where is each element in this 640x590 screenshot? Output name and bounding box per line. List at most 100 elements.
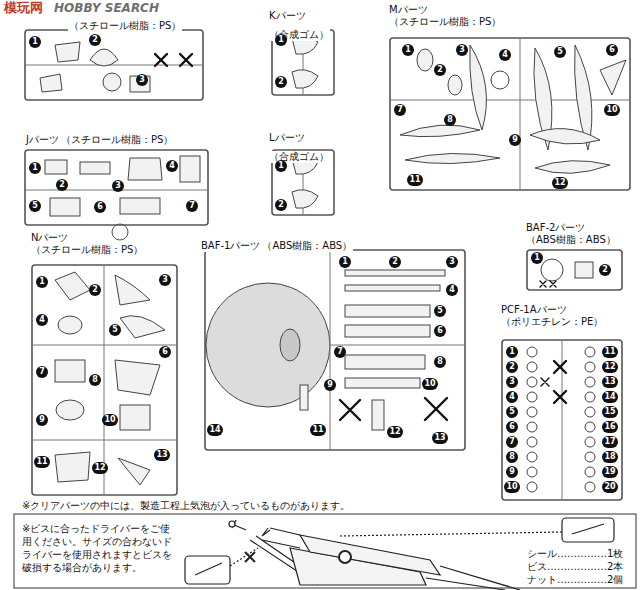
callout-number: 4 — [506, 391, 518, 403]
callout-number: 8 — [444, 114, 456, 126]
callout-number: 2 — [89, 284, 101, 296]
callout-number: 8 — [89, 374, 101, 386]
callout-number: 4 — [166, 160, 178, 172]
callout-number: 5 — [109, 324, 121, 336]
callout-number: 1 — [275, 160, 287, 172]
material-name: （スチロール樹脂：PS） — [60, 134, 174, 146]
material-name: （ポリエチレン：PE） — [500, 316, 604, 328]
callout-number: 1 — [531, 252, 543, 264]
callout-number: 7 — [334, 346, 346, 358]
material-name: （スチロール樹脂：PS） — [388, 16, 502, 28]
callout-number: 3 — [506, 376, 518, 388]
callout-number: 20 — [602, 481, 617, 493]
callout-number: 8 — [434, 356, 446, 368]
callout-number: 5 — [29, 200, 41, 212]
callout-number: 3 — [136, 74, 148, 86]
callout-number: 16 — [602, 421, 617, 433]
callout-number: 3 — [112, 180, 124, 192]
runner-panel: Mパーツ（スチロール樹脂：PS） — [388, 4, 633, 194]
callout-number: 7 — [394, 104, 406, 116]
callout-number: 11 — [602, 346, 617, 358]
note-text: ビス………………2本 — [527, 560, 632, 573]
callout-number: 18 — [602, 451, 617, 463]
runner-panel: Jパーツ（スチロール樹脂：PS） — [25, 128, 210, 228]
callout-number: 9 — [324, 379, 336, 391]
material-name: （ABS樹脂：ABS） — [261, 240, 353, 252]
callout-number: 9 — [506, 466, 518, 478]
runner-name: Nパーツ — [30, 232, 69, 244]
callout-number: 3 — [456, 44, 468, 56]
callout-number: 12 — [552, 177, 567, 189]
callout-number: 9 — [36, 414, 48, 426]
callout-number: 3 — [159, 274, 171, 286]
callout-number: 11 — [34, 456, 49, 468]
callout-number: 6 — [159, 346, 171, 358]
callout-number: 11 — [310, 424, 325, 436]
callout-number: 19 — [602, 466, 617, 478]
callout-number: 2 — [275, 76, 287, 88]
callout-number: 1 — [275, 34, 287, 46]
callout-number: 15 — [602, 406, 617, 418]
callout-number: 11 — [407, 174, 422, 186]
runner-name: Mパーツ — [388, 4, 429, 16]
callout-number: 10 — [604, 104, 619, 116]
callout-number: 2 — [56, 179, 68, 191]
callout-number: 13 — [432, 432, 447, 444]
callout-number: 4 — [36, 314, 48, 326]
note-text: ※ビスに合ったドライバーをご使用ください。サイズの合わないドライバーを使用されま… — [22, 522, 178, 574]
callout-number: 1 — [339, 256, 351, 268]
callout-number: 5 — [434, 305, 446, 317]
runner-name: BAF-2パーツ — [525, 222, 586, 234]
callout-number: 12 — [602, 361, 617, 373]
callout-number: 14 — [602, 391, 617, 403]
callout-number: 10 — [422, 378, 437, 390]
callout-number: 5 — [506, 406, 518, 418]
note-text: ※クリアパーツの中には、製造工程上気泡が入っているものがあります。 — [22, 499, 502, 512]
callout-number: 1 — [402, 44, 414, 56]
callout-number: 7 — [36, 366, 48, 378]
callout-number: 12 — [92, 462, 107, 474]
callout-number: 17 — [602, 436, 617, 448]
callout-number: 14 — [207, 424, 222, 436]
runner-name: BAF-1パーツ — [200, 240, 261, 252]
callout-number: 10 — [102, 414, 117, 426]
cross-mark — [155, 54, 566, 420]
material-name: （スチロール樹脂：PS） — [30, 244, 144, 256]
runner-name: Jパーツ — [25, 134, 60, 146]
callout-number: 9 — [509, 134, 521, 146]
callout-number: 6 — [434, 325, 446, 337]
note-text: ナット……………2個 — [527, 573, 632, 586]
note-text: シール……………1枚 — [527, 547, 632, 560]
watermark: 模玩网 — [4, 1, 43, 14]
callout-number: 2 — [506, 361, 518, 373]
material-name: （スチロール樹脂：PS） — [68, 20, 182, 32]
callout-number: 4 — [446, 284, 458, 296]
callout-number: 6 — [606, 44, 618, 56]
callout-number: 2 — [389, 256, 401, 268]
callout-number: 10 — [504, 481, 519, 493]
callout-number: 1 — [506, 346, 518, 358]
callout-number: 13 — [154, 449, 169, 461]
material-name: （ABS樹脂：ABS） — [525, 234, 617, 246]
callout-number: 7 — [186, 200, 198, 212]
callout-number: 7 — [506, 436, 518, 448]
callout-number: 6 — [506, 421, 518, 433]
callout-number: 2 — [89, 34, 101, 46]
callout-number: 2 — [434, 64, 446, 76]
runner-panel: BAF-1パーツ（ABS樹脂：ABS） — [200, 234, 470, 454]
callout-number: 4 — [499, 49, 511, 61]
callout-number: 12 — [387, 426, 402, 438]
callout-number: 8 — [506, 451, 518, 463]
watermark: HOBBY SEARCH — [54, 2, 159, 15]
callout-number: 1 — [29, 162, 41, 174]
runner-panel: （スチロール樹脂：PS） — [68, 14, 204, 104]
callout-number: 1 — [36, 276, 48, 288]
runner-name: Kパーツ — [268, 10, 307, 22]
runner-name: PCF-1Aパーツ — [500, 304, 568, 316]
callout-number: 13 — [602, 376, 617, 388]
runner-name: Lパーツ — [268, 132, 306, 144]
callout-number: 2 — [599, 264, 611, 276]
callout-number: 5 — [554, 46, 566, 58]
callout-number: 6 — [94, 201, 106, 213]
